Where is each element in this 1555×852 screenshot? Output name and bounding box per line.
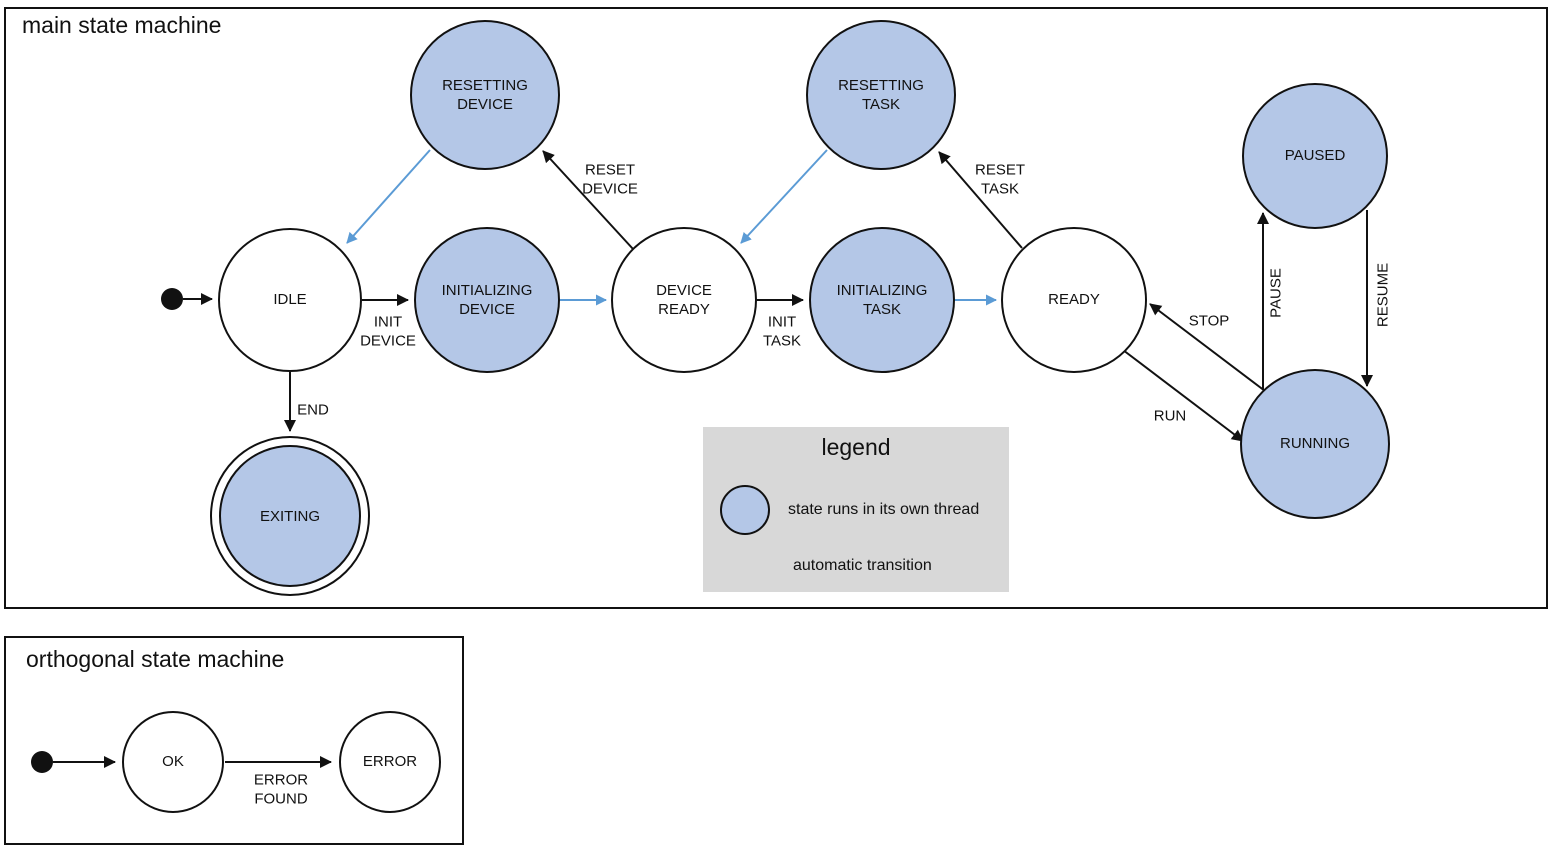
state-label: INITIALIZING DEVICE	[441, 281, 533, 319]
transition-label-end: END	[297, 401, 329, 419]
state-label: RUNNING	[1280, 435, 1350, 453]
state-label: PAUSED	[1284, 147, 1346, 165]
transition-label-stop: STOP	[1188, 312, 1230, 330]
state-idle: IDLE	[218, 228, 362, 372]
transition-running-to-ready-stop	[1149, 303, 1266, 392]
transition-label-init-task: INIT TASK	[762, 313, 802, 349]
transition-label-reset-task: RESET TASK	[974, 161, 1026, 197]
state-label: EXITING	[259, 507, 320, 525]
state-label: DEVICE READY	[656, 281, 712, 319]
transition-resetting-device-to-idle-automatic	[346, 149, 431, 244]
state-initializing-task: INITIALIZING TASK	[809, 227, 955, 373]
transition-resetting-task-to-device-ready-automatic	[740, 149, 828, 244]
state-ok: OK	[122, 711, 224, 813]
state-running: RUNNING	[1240, 369, 1390, 519]
transition-label-error-found: ERROR FOUND	[253, 771, 309, 807]
orthogonal-state-machine-frame	[4, 636, 464, 845]
state-label: RESETTING TASK	[838, 76, 924, 114]
state-resetting-task: RESETTING TASK	[806, 20, 956, 170]
state-ready: READY	[1001, 227, 1147, 373]
transition-label-run: RUN	[1153, 407, 1187, 425]
initial-state-dot-orthogonal	[31, 751, 53, 773]
state-paused: PAUSED	[1242, 83, 1388, 229]
state-label: READY	[1048, 291, 1100, 309]
legend-title: legend	[821, 434, 891, 460]
state-device-ready: DEVICE READY	[611, 227, 757, 373]
legend-automatic-transition-text: automatic transition	[793, 557, 932, 574]
state-exiting-final-ring: EXITING	[210, 436, 370, 596]
state-label: INITIALIZING TASK	[836, 281, 928, 319]
state-exiting: EXITING	[219, 445, 361, 587]
transition-label-init-device: INIT DEVICE	[360, 313, 416, 349]
transition-device-ready-to-resetting-device	[542, 150, 634, 250]
transition-label-reset-device: RESET DEVICE	[582, 161, 638, 197]
state-label: ERROR	[362, 753, 418, 771]
legend-threaded-state-text: state runs in its own thread	[788, 501, 980, 518]
orthogonal-state-machine-title: orthogonal state machine	[26, 646, 285, 672]
state-label: OK	[162, 753, 184, 771]
transition-label-pause: PAUSE	[1267, 268, 1285, 318]
state-error: ERROR	[339, 711, 441, 813]
legend-panel: legend state runs in its own thread auto…	[703, 427, 1009, 592]
transition-ready-to-running-run	[1122, 349, 1244, 442]
initial-state-dot-main	[161, 288, 183, 310]
legend-threaded-state-symbol	[720, 485, 770, 535]
transition-label-resume: RESUME	[1374, 262, 1392, 328]
state-label: RESETTING DEVICE	[442, 76, 528, 114]
transition-ready-to-resetting-task	[938, 151, 1023, 249]
state-initializing-device: INITIALIZING DEVICE	[414, 227, 560, 373]
state-label: IDLE	[273, 291, 307, 309]
main-state-machine-frame	[4, 7, 1548, 609]
main-state-machine-title: main state machine	[22, 12, 222, 38]
state-resetting-device: RESETTING DEVICE	[410, 20, 560, 170]
